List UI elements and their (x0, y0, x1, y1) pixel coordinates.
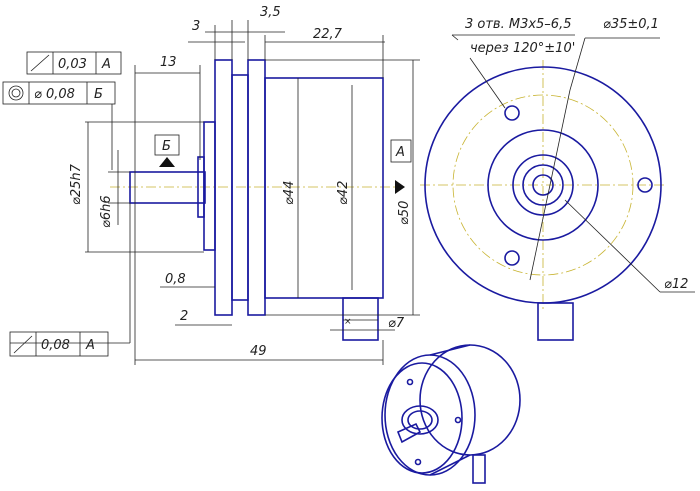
thread-note-line2: через 120°±10' (470, 41, 575, 56)
flange-gap (231, 74, 249, 301)
runout-icon (30, 54, 50, 72)
svg-text:0,08: 0,08 (41, 338, 70, 353)
dim-50: ⌀50 (397, 201, 412, 225)
svg-text:0,03: 0,03 (58, 57, 87, 72)
tolerance-frame-3: 0,08 А (9, 331, 109, 357)
svg-text:⌀ 0,08: ⌀ 0,08 (34, 87, 75, 102)
dim-3: 3 (192, 19, 200, 34)
mounting-hole (504, 105, 520, 121)
dim-35: ⌀35±0,1 (603, 17, 659, 32)
mounting-hole (637, 177, 653, 193)
tolerance-frame-1: 0,03 А (26, 51, 122, 75)
runout-icon (13, 335, 33, 354)
dim-3-5: 3,5 (260, 5, 281, 20)
datum-b-box (154, 134, 180, 156)
rear-flange (247, 59, 266, 316)
dimension-lines (10, 20, 420, 365)
dim-12: ⌀12 (664, 277, 688, 292)
thread-note-line1: 3 отв. М3х5–6,5 (465, 17, 571, 32)
svg-text:А: А (101, 57, 111, 72)
cable-connector (537, 302, 574, 341)
datum-b-label: Б (162, 139, 171, 154)
cable-connector (342, 297, 379, 341)
dim-42: ⌀42 (336, 181, 351, 205)
dim-22-7: 22,7 (313, 27, 343, 42)
front-flange (214, 59, 233, 316)
bolt-circle (452, 94, 634, 276)
datum-a-label: А (395, 145, 405, 160)
tolerance-frame-2: ⌀ 0,08 Б (2, 81, 116, 105)
concentricity-icon (8, 85, 24, 101)
side-view: × (110, 59, 400, 341)
dim-2: 2 (180, 309, 188, 324)
datum-a-box (390, 139, 412, 163)
shaft (129, 171, 206, 204)
isometric-view (381, 344, 521, 484)
datum-b-triangle (159, 157, 175, 167)
dim-0-8: 0,8 (165, 272, 186, 287)
dim-49: 49 (250, 344, 267, 359)
front-view (420, 34, 695, 341)
dim-13: 13 (160, 55, 177, 70)
housing-body (264, 77, 384, 299)
dim-6h6: ⌀6h6 (99, 195, 114, 228)
datum-a-triangle (395, 180, 405, 194)
dim-25h7: ⌀25h7 (69, 163, 84, 205)
svg-text:×: × (344, 317, 352, 327)
svg-text:Б: Б (94, 87, 103, 102)
dim-44: ⌀44 (282, 181, 297, 205)
svg-text:А: А (85, 338, 95, 353)
mounting-hole (504, 250, 520, 266)
dim-7: ⌀7 (388, 316, 405, 331)
